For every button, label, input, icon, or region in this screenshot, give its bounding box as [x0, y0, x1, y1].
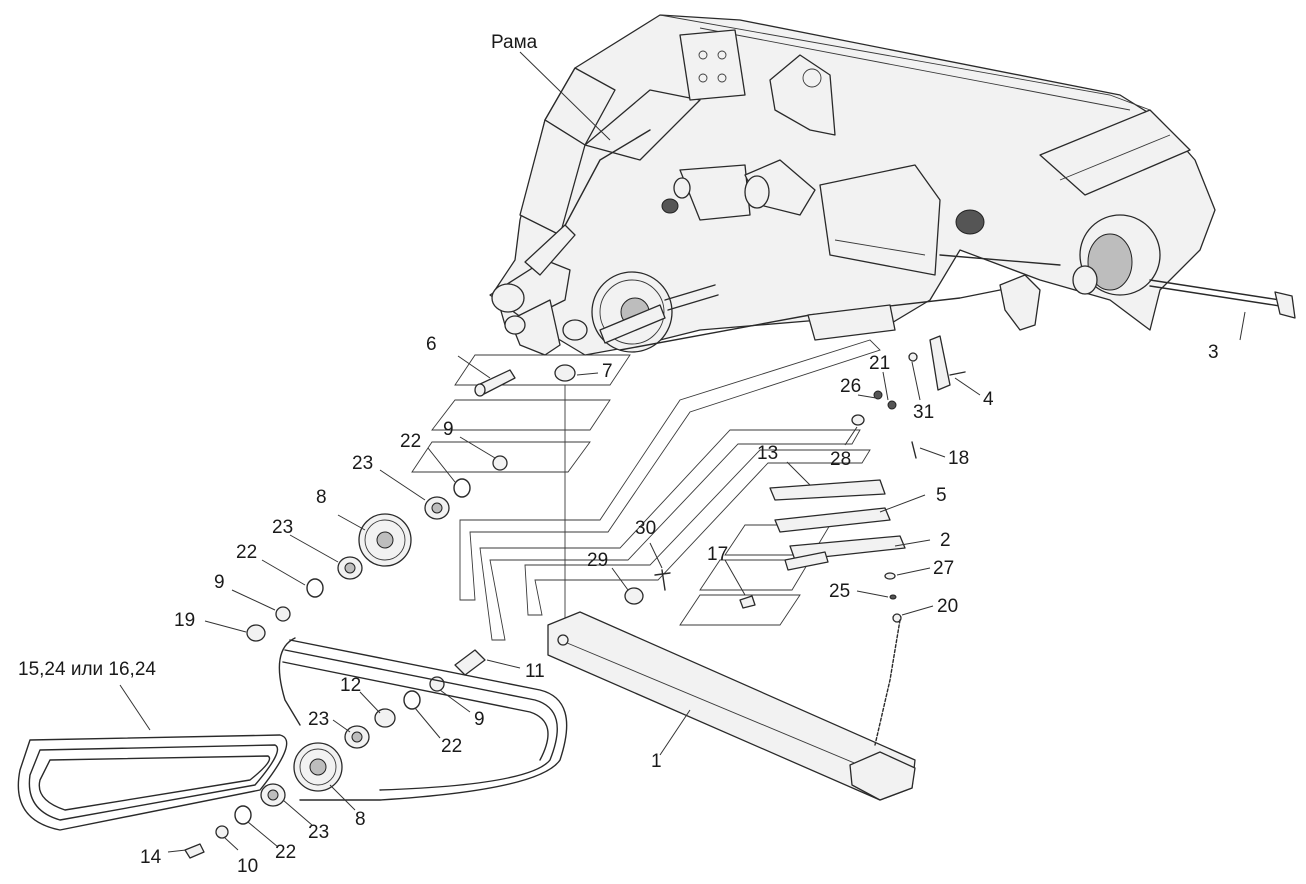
label-part-29: 29: [587, 550, 609, 571]
label-part-23-upper: 23: [352, 453, 374, 474]
label-part-8-lower: 8: [355, 809, 366, 830]
label-part-14: 14: [140, 847, 162, 868]
label-part-30: 30: [635, 518, 657, 539]
label-part-20: 20: [937, 596, 959, 617]
label-part-2: 2: [940, 530, 951, 551]
label-part-6: 6: [426, 334, 437, 355]
label-part-3: 3: [1208, 342, 1219, 363]
label-part-31: 31: [913, 402, 935, 423]
label-part-19: 19: [174, 610, 196, 631]
label-part-11: 11: [525, 661, 545, 682]
label-part-22-upper: 22: [400, 431, 422, 452]
belts: [17, 637, 568, 831]
label-part-23-bottom: 23: [308, 822, 330, 843]
label-part-23-lower: 23: [308, 709, 330, 730]
label-part-7: 7: [602, 361, 613, 382]
leader-lines: [119, 51, 1246, 853]
label-part-13: 13: [757, 443, 779, 464]
label-part-5: 5: [936, 485, 947, 506]
label-part-9-left: 9: [214, 572, 225, 593]
label-part-23-left: 23: [272, 517, 294, 538]
label-part-9-lower: 9: [474, 709, 485, 730]
label-part-22-lower: 22: [441, 736, 463, 757]
label-part-17: 17: [707, 544, 729, 565]
label-part-8-upper: 8: [316, 487, 327, 508]
label-part-12: 12: [340, 675, 362, 696]
label-part-28: 28: [830, 449, 852, 470]
label-part-4: 4: [983, 389, 994, 410]
label-part-26: 26: [840, 376, 862, 397]
label-part-10: 10: [237, 856, 259, 877]
label-frame: Рама: [491, 32, 538, 53]
label-part-22-left: 22: [236, 542, 258, 563]
label-part-9-upper: 9: [443, 419, 454, 440]
casing-part-1: [547, 611, 916, 801]
label-part-1: 1: [651, 751, 662, 772]
label-part-25: 25: [829, 581, 851, 602]
guide-outlines: [411, 339, 881, 641]
exploded-small-parts: [184, 352, 918, 859]
label-part-21: 21: [869, 353, 891, 374]
label-belt-kit: 15,24 или 16,24: [18, 659, 156, 680]
label-part-18: 18: [948, 448, 970, 469]
label-part-27: 27: [933, 558, 955, 579]
label-part-22-bottom: 22: [275, 842, 297, 863]
frame-assembly: [489, 14, 1296, 391]
